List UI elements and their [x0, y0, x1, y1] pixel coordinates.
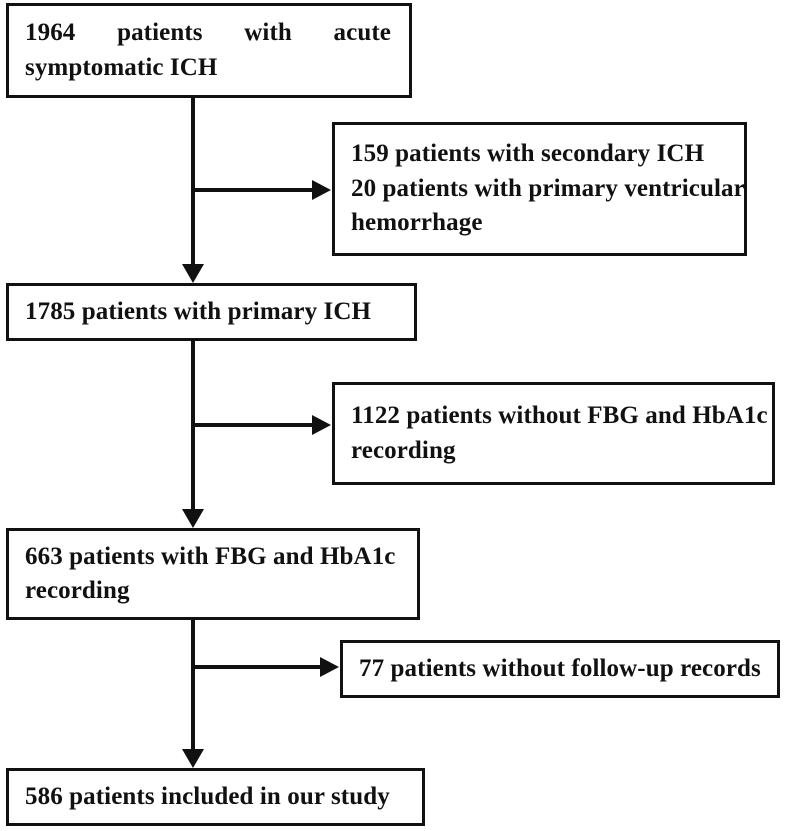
node-primary-ich-line-1: 1785 patients with primary ICH [25, 297, 372, 325]
connector-enrolled-to-primary-ich-arrowhead [182, 264, 204, 283]
node-enrolled-word-1: 1964 [25, 19, 76, 46]
node-with-labs-line-1: 663 patients with FBG and HbA1c [25, 542, 396, 570]
connector-branch-excluded-no-labs-stem [191, 423, 313, 427]
node-included-final: 586 patients included in our study [6, 768, 425, 826]
node-enrolled-word-3: with [244, 19, 292, 46]
node-excluded-secondary-ich: 159 patients with secondary ICH 20 patie… [332, 122, 747, 256]
connector-branch-excluded-secondary-stem [191, 188, 313, 192]
connector-with-labs-to-included-stem [191, 620, 195, 753]
node-enrolled-word-4: acute [333, 19, 391, 46]
node-enrolled-cohort: 1964 patients with acute symptomatic ICH [6, 3, 412, 98]
connector-enrolled-to-primary-ich-stem [191, 98, 195, 268]
node-enrolled-line-1: 1964 patients with acute [9, 16, 409, 51]
connector-with-labs-to-included-arrowhead [182, 749, 204, 768]
node-enrolled-line-2: symptomatic ICH [25, 53, 218, 81]
node-excluded-secondary-line-2: 20 patients with primary ventricular [351, 174, 745, 202]
node-with-labs-line-2: recording [25, 577, 130, 604]
node-excluded-secondary-line-1: 159 patients with secondary ICH [351, 140, 705, 168]
node-excluded-no-lab-records: 1122 patients without FBG and HbA1c reco… [332, 382, 775, 485]
node-excluded-no-followup: 77 patients without follow-up records [340, 640, 780, 698]
node-excluded-no-labs-line-2: recording [351, 436, 456, 464]
node-excluded-secondary-line-3: hemorrhage [351, 209, 483, 237]
node-enrolled-word-2: patients [117, 19, 203, 46]
node-primary-ich: 1785 patients with primary ICH [6, 283, 417, 341]
connector-branch-excluded-no-followup-arrowhead [320, 657, 339, 677]
node-with-lab-records: 663 patients with FBG and HbA1c recordin… [6, 528, 420, 620]
node-excluded-no-followup-line-1: 77 patients without follow-up records [359, 654, 761, 682]
connector-branch-excluded-no-labs-arrowhead [312, 415, 331, 435]
connector-branch-excluded-secondary-arrowhead [312, 180, 331, 200]
node-excluded-no-labs-line-1: 1122 patients without FBG and HbA1c [351, 402, 768, 429]
connector-branch-excluded-no-followup-stem [191, 665, 321, 669]
connector-primary-ich-to-with-labs-stem [191, 341, 195, 513]
node-included-line-1: 586 patients included in our study [25, 782, 390, 810]
connector-primary-ich-to-with-labs-arrowhead [182, 509, 204, 528]
